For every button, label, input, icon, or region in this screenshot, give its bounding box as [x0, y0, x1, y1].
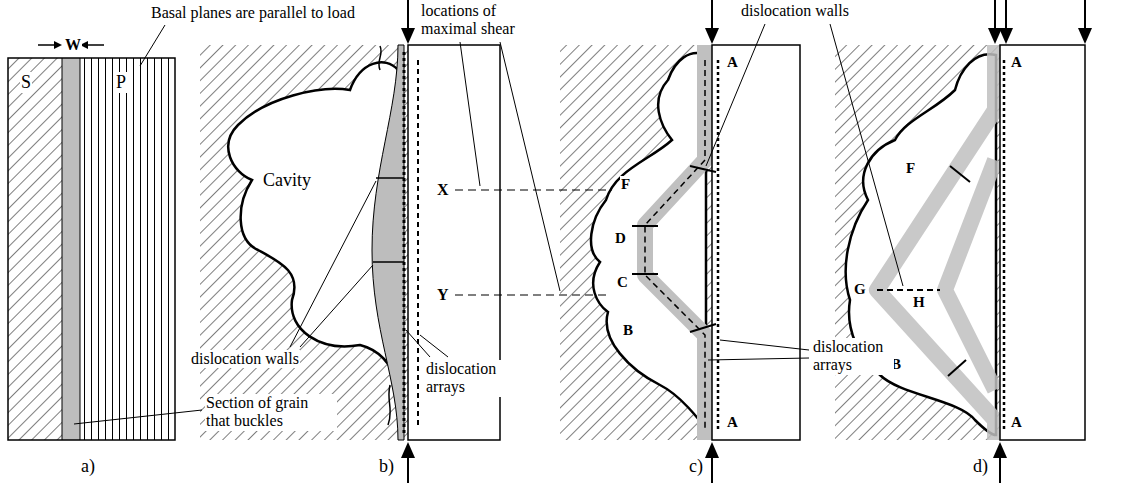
leader-lines	[460, 42, 480, 186]
grain-panel-d	[1003, 60, 1006, 430]
grain-panel-c	[632, 273, 658, 275]
shear-lines	[455, 294, 610, 295]
grain-panel-b	[379, 46, 390, 425]
point-label: A	[1010, 54, 1023, 71]
grain-panel-c	[560, 45, 800, 440]
panel-label: c)	[688, 456, 704, 477]
grain-panel-a	[62, 58, 63, 440]
dimension-label: W	[64, 36, 82, 54]
load-arrows	[401, 0, 1092, 483]
grain-panel-b	[372, 45, 404, 440]
leader-lines	[74, 410, 202, 424]
load-arrows	[711, 456, 713, 483]
leader-lines	[74, 24, 903, 424]
load-arrows	[993, 442, 1007, 458]
load-arrows	[1084, 0, 1086, 30]
leader-lines	[290, 181, 376, 347]
point-label: G	[853, 281, 867, 298]
grain-panel-b	[376, 177, 404, 179]
load-arrows	[705, 442, 719, 458]
note-label: dislocation walls	[190, 350, 300, 368]
grain-panel-d	[877, 289, 940, 291]
leader-lines	[300, 265, 373, 347]
grain-panel-b	[403, 52, 406, 434]
width-arrows	[38, 44, 56, 46]
grain-panel-c	[632, 225, 658, 227]
load-arrows	[994, 0, 996, 30]
grain-panel-d	[945, 160, 995, 390]
grain-panel-b	[373, 261, 404, 263]
leader-lines	[420, 335, 448, 357]
region-label: Cavity	[262, 170, 312, 191]
load-arrows	[705, 28, 719, 44]
width-arrows	[86, 44, 104, 46]
grain-panel-a	[8, 58, 175, 440]
note-label: dislocation walls	[740, 2, 850, 20]
grain-panel-a	[80, 58, 81, 440]
note-label: Basal planes are parallel to load	[150, 4, 356, 22]
point-label: B	[622, 322, 634, 339]
leader-lines	[830, 24, 903, 286]
grain-panel-a	[8, 58, 175, 440]
grain-panel-a	[62, 58, 80, 440]
point-label: C	[616, 274, 629, 291]
grain-panel-d	[835, 45, 1000, 440]
point-label: F	[620, 176, 631, 193]
point-label: X	[436, 181, 450, 199]
note-label: dislocation arrays	[425, 360, 515, 397]
region-label: S	[20, 72, 32, 93]
load-arrows	[999, 28, 1013, 44]
grain-panel-d	[1000, 45, 1085, 440]
leader-lines	[708, 358, 809, 360]
note-label: Section of grain that buckles	[205, 394, 337, 431]
panel-label: d)	[972, 456, 989, 477]
leader-lines	[406, 330, 430, 357]
grain-panel-b	[417, 60, 419, 428]
region-label: P	[115, 72, 127, 93]
point-label: F	[905, 160, 916, 177]
note-label: locations of maximal shear	[420, 2, 534, 39]
point-label: A	[726, 414, 739, 431]
width-arrows	[54, 41, 62, 49]
grain-panel-a	[80, 58, 175, 440]
load-arrows	[407, 456, 409, 483]
grain-panel-c	[690, 166, 716, 172]
grain-panel-d	[877, 45, 995, 440]
point-label: A	[1010, 414, 1023, 431]
grain-panel-c	[690, 324, 716, 332]
load-arrows	[1005, 0, 1007, 30]
grain-panel-b	[200, 45, 408, 440]
leader-lines	[500, 42, 560, 291]
load-arrows	[988, 28, 1002, 44]
point-label: A	[726, 54, 739, 71]
grain-panel-d	[846, 54, 996, 435]
leader-lines	[706, 24, 765, 166]
grain-panel-d	[950, 166, 970, 182]
leader-lines	[140, 25, 165, 66]
load-arrows	[401, 28, 415, 44]
grain-panel-c	[712, 45, 800, 440]
point-label: D	[614, 230, 627, 247]
leader-lines	[720, 340, 809, 350]
grain-panel-c	[645, 45, 705, 440]
shear-lines	[455, 190, 612, 295]
panel-label: a)	[80, 456, 96, 477]
point-label: Y	[436, 286, 450, 304]
note-label: dislocation arrays	[812, 338, 894, 375]
shear-lines	[455, 189, 612, 190]
load-arrows	[407, 0, 409, 30]
panel-label: b)	[378, 456, 395, 477]
grain-panel-d	[948, 360, 966, 376]
load-arrows	[401, 442, 415, 458]
load-arrows	[1078, 28, 1092, 44]
load-arrows	[711, 0, 713, 30]
grain-panel-c	[560, 45, 712, 440]
load-arrows	[999, 456, 1001, 483]
point-label: H	[912, 294, 926, 311]
grain-panel-d	[835, 45, 1085, 440]
grain-panel-c	[717, 60, 720, 430]
grain-panel-a	[8, 58, 62, 440]
grain-panel-c	[645, 60, 705, 430]
